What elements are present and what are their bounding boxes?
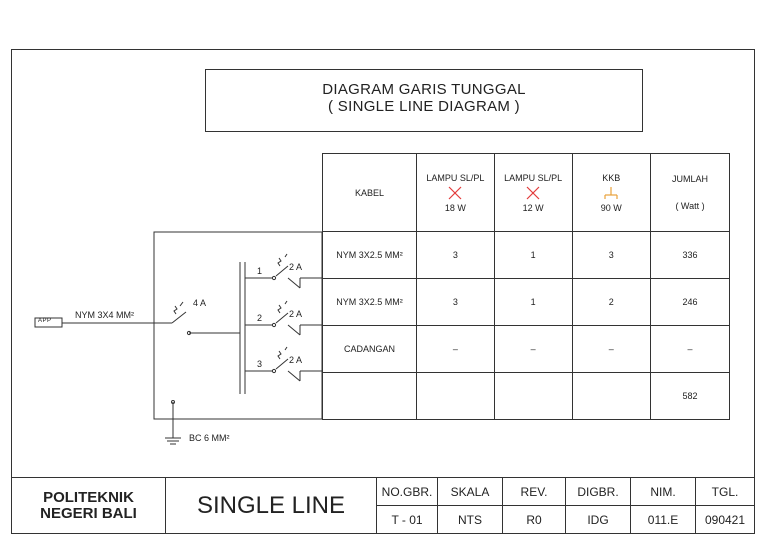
rev-label: REV.: [502, 477, 566, 506]
header-jumlah-label: JUMLAH: [672, 174, 709, 184]
socket-symbol-icon: [604, 186, 618, 199]
lamp-symbol-icon: [526, 186, 540, 199]
row2-kabel: NYM 3X2.5 MM²: [322, 278, 417, 326]
title-block: POLITEKNIK NEGERI BALI SINGLE LINE NO.GB…: [11, 477, 755, 534]
drawing-title-cell: SINGLE LINE: [165, 477, 377, 534]
branch-3-breaker-label: 2 A: [289, 355, 303, 365]
main-breaker-label: 4 A: [193, 298, 207, 308]
table-total-row: 582: [322, 372, 730, 420]
header-kkb-watt: 90 W: [600, 202, 622, 213]
row1-l18: 3: [415, 231, 495, 279]
branch-2-breaker-label: 2 A: [289, 309, 303, 319]
row1-l12: 1: [493, 231, 573, 279]
header-lampu-12w-watt: 12 W: [522, 202, 544, 213]
header-lampu-18w-watt: 18 W: [444, 202, 466, 213]
diagram-title: DIAGRAM GARIS TUNGGAL ( SINGLE LINE DIAG…: [205, 69, 643, 132]
load-table: KABEL LAMPU SL/PL 18 W LAMPU SL/PL 12 W …: [322, 153, 730, 420]
total-l12: [493, 372, 573, 420]
digbr-label: DIGBR.: [565, 477, 631, 506]
ground-label: BC 6 MM²: [189, 433, 230, 443]
row2-jumlah: 246: [650, 278, 730, 326]
nim-label: NIM.: [630, 477, 696, 506]
branch-2-breaker-icon: [245, 300, 322, 336]
total-kkb: [571, 372, 652, 420]
table-row: NYM 3X2.5 MM² 3 1 3 336: [322, 231, 730, 279]
institution-cell: POLITEKNIK NEGERI BALI: [11, 477, 166, 534]
row1-jumlah: 336: [650, 231, 730, 279]
header-kabel: KABEL: [322, 153, 417, 232]
no-gbr-label: NO.GBR.: [376, 477, 438, 506]
app-label: APP: [38, 318, 52, 324]
header-jumlah: JUMLAH ( Watt ): [650, 153, 730, 232]
branch-1-breaker-icon: [245, 253, 322, 289]
branch-3-breaker-icon: [245, 346, 322, 382]
ground-icon: [165, 400, 181, 445]
table-row: CADANGAN – – – –: [322, 325, 730, 373]
table-header-row: KABEL LAMPU SL/PL 18 W LAMPU SL/PL 12 W …: [322, 153, 730, 232]
row2-l18: 3: [415, 278, 495, 326]
panel-box: [153, 231, 323, 420]
header-lampu-12w-label: LAMPU SL/PL: [504, 172, 563, 183]
total-l18: [415, 372, 495, 420]
branch-1-number: 1: [257, 266, 263, 276]
digbr-value: IDG: [565, 505, 631, 534]
institution-line-1: POLITEKNIK: [43, 488, 134, 506]
row1-kabel: NYM 3X2.5 MM²: [322, 231, 417, 279]
lamp-symbol-icon: [448, 186, 462, 199]
drawing-frame: [11, 49, 755, 534]
tgl-label: TGL.: [695, 477, 755, 506]
branch-2-number: 2: [257, 313, 263, 323]
main-cable-label: NYM 3X4 MM²: [75, 310, 135, 320]
tgl-value: 090421: [695, 505, 755, 534]
total-kabel: [322, 372, 417, 420]
main-breaker-icon: [154, 301, 240, 336]
header-jumlah-unit: ( Watt ): [675, 201, 705, 211]
table-row: NYM 3X2.5 MM² 3 1 2 246: [322, 278, 730, 326]
branch-3-number: 3: [257, 359, 263, 369]
header-kkb: KKB 90 W: [571, 153, 652, 232]
nim-value: 011.E: [630, 505, 696, 534]
institution-line-2: NEGERI BALI: [40, 504, 137, 522]
row3-kkb: –: [571, 325, 652, 373]
row3-jumlah: –: [650, 325, 730, 373]
title-line-2: ( SINGLE LINE DIAGRAM ): [328, 98, 520, 115]
total-jumlah: 582: [650, 372, 730, 420]
no-gbr-value: T - 01: [376, 505, 438, 534]
title-line-1: DIAGRAM GARIS TUNGGAL: [322, 81, 526, 98]
header-lampu-18w-label: LAMPU SL/PL: [426, 172, 485, 183]
skala-label: SKALA: [437, 477, 503, 506]
branch-1-breaker-label: 2 A: [289, 262, 303, 272]
skala-value: NTS: [437, 505, 503, 534]
rev-value: R0: [502, 505, 566, 534]
row3-kabel: CADANGAN: [322, 325, 417, 373]
header-kkb-label: KKB: [602, 172, 621, 183]
